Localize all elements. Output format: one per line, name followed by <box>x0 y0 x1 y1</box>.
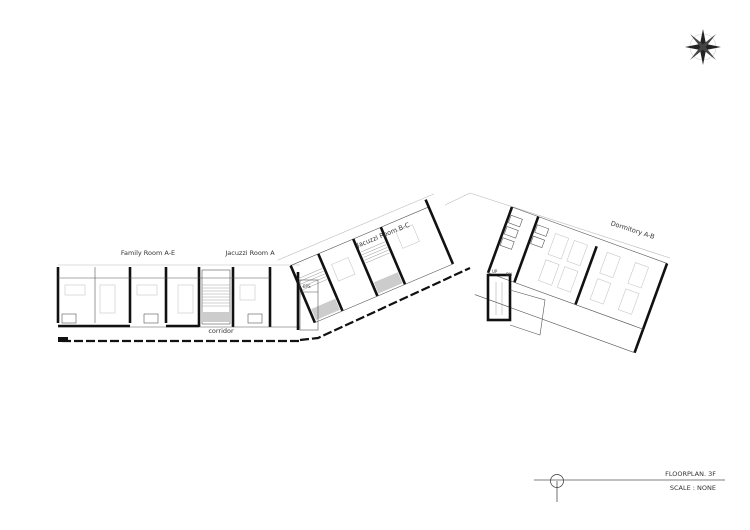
label-dormitory: Dormitory A-B <box>610 219 656 241</box>
stair <box>201 269 231 325</box>
label-eps: EPS <box>303 284 311 289</box>
label-jacuzzi-room-a: Jacuzzi Room A <box>224 249 275 257</box>
left-wing <box>56 264 300 343</box>
plan-scale: SCALE : NONE <box>670 484 716 492</box>
title-block: FLOORPLAN. 3F SCALE : NONE <box>534 470 725 502</box>
label-corridor: corridor <box>208 327 234 335</box>
plan-title: FLOORPLAN. 3F <box>665 470 716 478</box>
label-jacuzzi-room-bc: Jacuzzi Room B-C <box>355 221 411 250</box>
middle-wing <box>277 193 471 342</box>
right-wing <box>444 192 671 354</box>
label-dn: DN <box>506 272 512 277</box>
label-up: UP <box>492 269 498 274</box>
compass-rose-icon <box>685 29 721 65</box>
label-family-room: Family Room A-E <box>121 249 175 257</box>
